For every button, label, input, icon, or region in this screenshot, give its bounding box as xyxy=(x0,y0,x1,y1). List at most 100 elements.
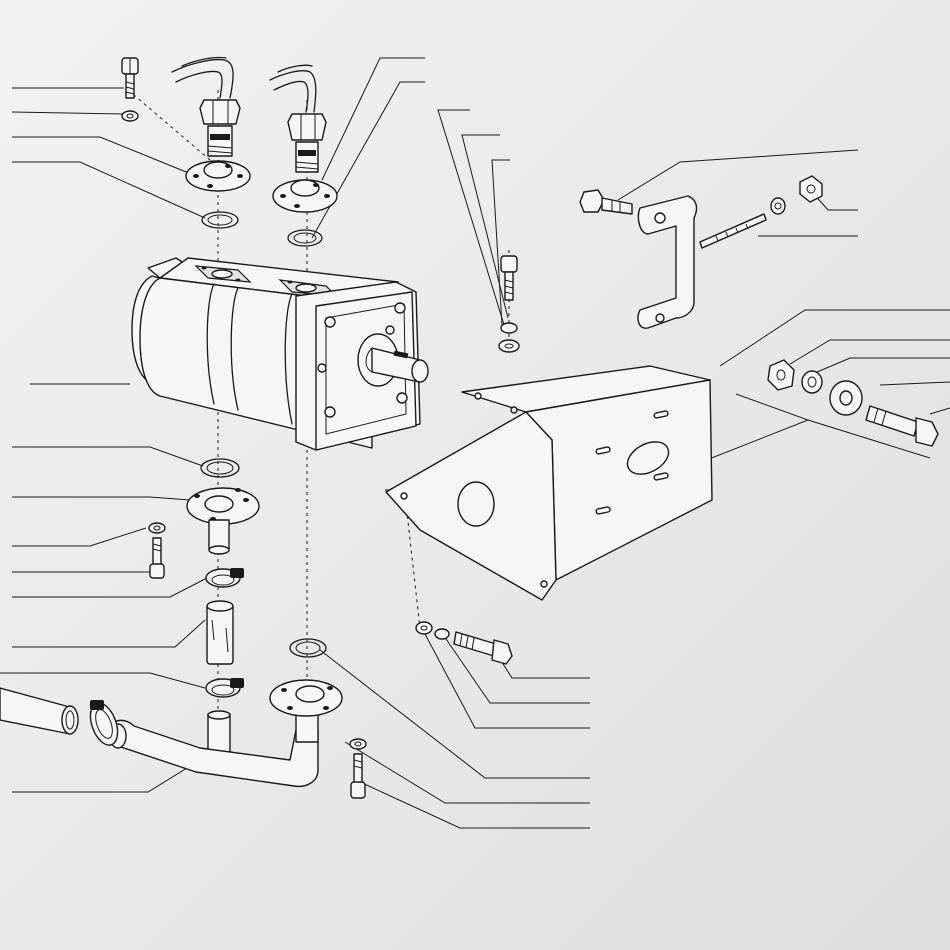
flange-bolt-hole xyxy=(237,174,243,178)
left-pressure-tube xyxy=(171,56,241,157)
leader-line xyxy=(809,357,950,376)
fitting-hex-nut xyxy=(199,99,241,125)
flange-boss xyxy=(290,179,320,197)
strap-cap-screw xyxy=(579,189,633,215)
thread xyxy=(207,145,233,149)
bolt-shank xyxy=(152,537,162,567)
leader-line xyxy=(344,741,590,804)
flange-bolt-hole xyxy=(281,688,287,692)
strap-threaded-stud xyxy=(699,213,767,249)
pump-port-stud xyxy=(201,266,207,270)
washer-hole xyxy=(354,741,362,747)
pump-section-line xyxy=(230,287,239,411)
bolt-head xyxy=(149,563,165,579)
bracket-tab-hole xyxy=(510,406,518,414)
clamp-screw-housing xyxy=(230,678,244,688)
pump-section-line xyxy=(206,283,215,405)
clamp-band-inner xyxy=(211,684,235,696)
tube-outline xyxy=(171,58,234,99)
stud-thread xyxy=(745,223,749,230)
top-lock-washer xyxy=(121,110,139,122)
bracket-slot xyxy=(595,446,611,455)
flange-bolt-hole xyxy=(324,194,330,198)
thread xyxy=(295,166,319,170)
lock-washer xyxy=(349,738,367,750)
leader-line xyxy=(719,309,950,367)
clamp-band-inner xyxy=(211,574,235,586)
pipe-flange-screw xyxy=(349,738,367,799)
pump-support-strap xyxy=(637,195,698,329)
washer-hole xyxy=(420,625,428,631)
leader-line xyxy=(807,419,931,459)
pump-port-stud xyxy=(235,278,241,282)
leader-line xyxy=(321,57,425,181)
nut-bore xyxy=(806,184,816,194)
flange-bolt-hole xyxy=(287,706,293,710)
leader-line xyxy=(311,81,425,239)
washer-hole xyxy=(504,343,514,349)
flange-bolt-hole xyxy=(323,706,329,710)
leader-line xyxy=(491,159,510,326)
axis-line xyxy=(127,89,211,161)
strap-body xyxy=(637,195,698,329)
flange-bolt-hole xyxy=(207,184,213,188)
fitting-hex-nut xyxy=(287,113,327,141)
bracket-small-hole xyxy=(400,492,408,500)
tube-outline xyxy=(181,56,227,67)
axis-line xyxy=(404,494,421,629)
tube-outline xyxy=(273,80,309,113)
leader-line xyxy=(497,655,590,679)
flange-boss xyxy=(295,685,325,703)
leader-line xyxy=(461,134,509,319)
flange-bolt-hole xyxy=(385,325,395,335)
bracket-center-slot xyxy=(626,441,670,475)
flange-spigot-end xyxy=(208,545,230,555)
leader-line xyxy=(11,111,125,115)
washer-hole xyxy=(807,376,817,388)
pump-section-line xyxy=(284,293,293,425)
bolt-thread xyxy=(471,637,475,651)
o-ring-inner xyxy=(295,641,321,655)
pump-port xyxy=(295,283,317,293)
flange-bolt-hole xyxy=(225,164,231,168)
right-top-flange xyxy=(272,179,338,213)
stud-rod xyxy=(699,213,767,249)
tube-outline xyxy=(277,64,313,73)
leader-line xyxy=(617,149,859,201)
leader-line xyxy=(437,109,506,329)
leader-line xyxy=(424,633,590,729)
hex-nut xyxy=(799,175,823,203)
leader-line xyxy=(12,577,208,598)
shaft-shoulder xyxy=(365,347,373,373)
bracket-cap-screw xyxy=(498,255,520,353)
flange-bolt-hole xyxy=(327,686,333,690)
thread xyxy=(207,150,233,154)
inlet-hose xyxy=(0,687,79,735)
tandem-gear-pump xyxy=(131,257,429,451)
washer xyxy=(121,110,139,122)
suction-pipe-flange xyxy=(269,679,343,717)
bolt-thread xyxy=(459,633,463,647)
hose-bore xyxy=(65,710,75,730)
shaft-key xyxy=(393,350,409,359)
left-top-flange xyxy=(185,160,251,192)
strap-nut-and-washer xyxy=(770,175,823,215)
suction-hose-section xyxy=(206,600,234,665)
o-ring-inner xyxy=(207,214,233,226)
lock-washer xyxy=(434,628,450,640)
bracket-large-hole xyxy=(457,481,495,527)
o-ring-outer xyxy=(200,458,240,478)
thread xyxy=(295,161,319,165)
lock-washer xyxy=(801,370,823,394)
washer-hole xyxy=(126,113,134,119)
hex-nut xyxy=(767,359,795,391)
right-pressure-tube xyxy=(269,64,327,173)
bolt-thread xyxy=(504,291,514,295)
flange-bolt-hole xyxy=(396,392,408,404)
stud-thread xyxy=(725,231,729,238)
hose-end xyxy=(206,600,234,612)
o-ring-outer xyxy=(287,229,323,247)
stud-thread xyxy=(735,227,739,234)
